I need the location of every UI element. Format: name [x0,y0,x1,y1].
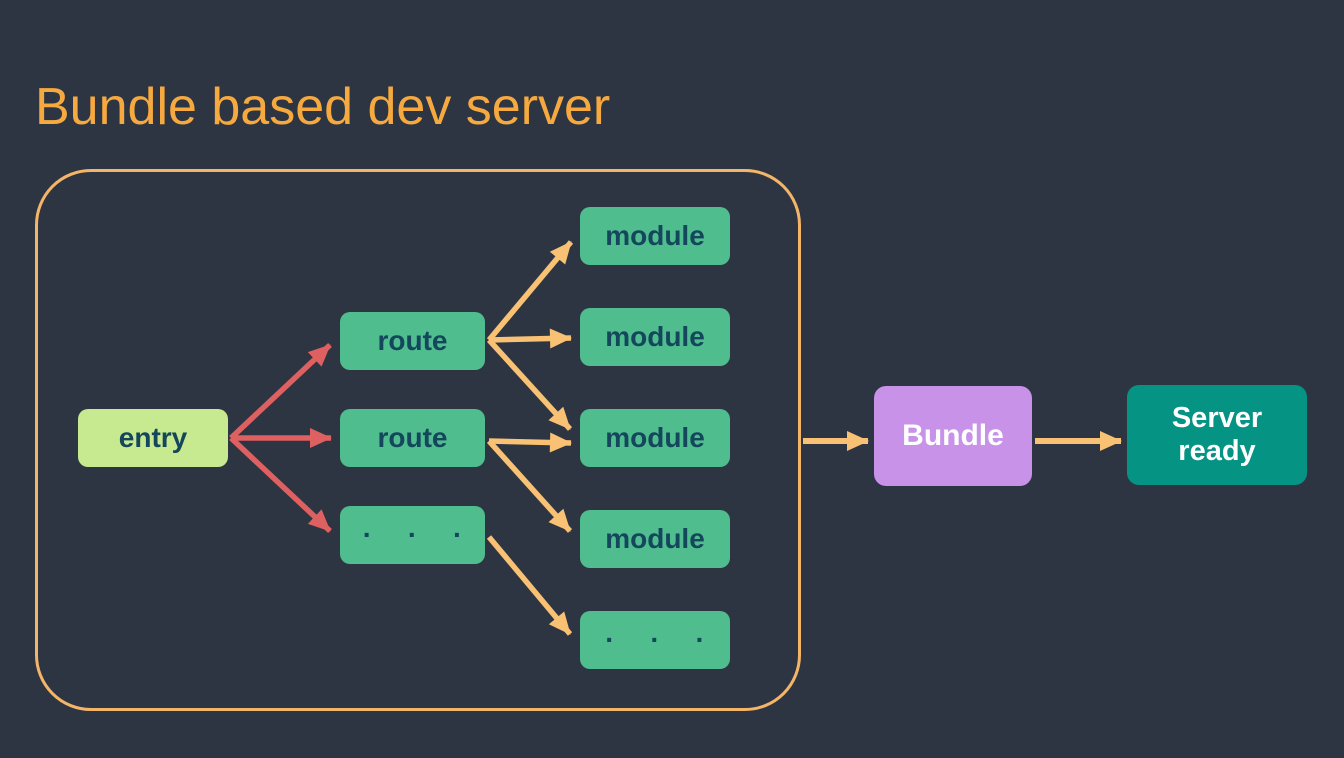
module-node-ellipsis-label: · · · [605,624,719,655]
route-node-2-label: route [377,422,448,453]
page-title: Bundle based dev server [35,77,611,136]
route-node-ellipsis-label: · · · [362,519,477,550]
route-node-ellipsis: · · · [340,506,485,564]
module-node-3: module [580,409,730,467]
route-node-2: route [340,409,485,467]
bundle-node: Bundle [874,386,1032,486]
module-node-ellipsis: · · · [580,611,730,669]
entry-node: entry [78,409,228,467]
module-node-3-label: module [605,422,705,453]
module-node-2-label: module [605,321,705,352]
module-node-1-label: module [605,220,705,251]
module-node-2: module [580,308,730,366]
module-node-4: module [580,510,730,568]
server-ready-node-label: Server ready [1171,401,1263,467]
dev-server-container-frame [35,169,801,711]
module-node-4-label: module [605,523,705,554]
server-ready-node: Server ready [1127,385,1307,485]
bundle-node-label: Bundle [902,419,1004,452]
route-node-1-label: route [377,325,448,356]
entry-node-label: entry [118,422,188,453]
module-node-1: module [580,207,730,265]
route-node-1: route [340,312,485,370]
